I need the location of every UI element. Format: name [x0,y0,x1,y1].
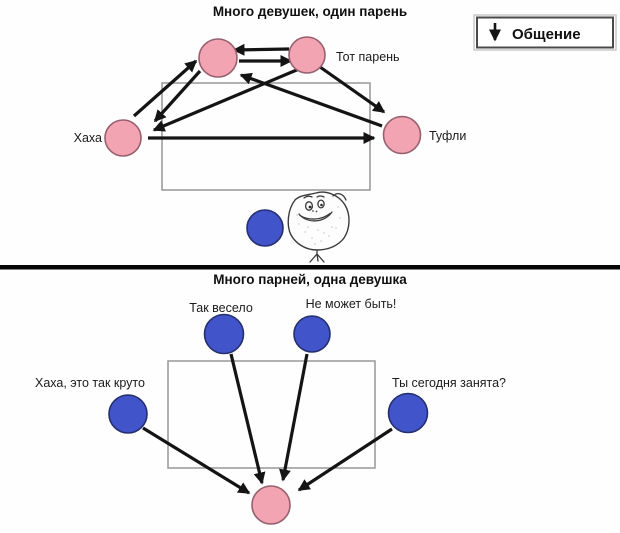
legend: Общение [473,14,617,51]
label-so-fun: Так весело [189,301,253,315]
label-haha: Хаха [74,131,102,145]
communication-arrow [229,353,266,485]
guy-circle-alone [246,209,284,247]
bottom-section-title: Много парней, одна девушка [213,272,407,287]
legend-label: Общение [512,26,581,43]
communication-arrow [239,72,383,128]
top-communication-arrows [132,43,386,144]
forever-alone-face [287,191,350,263]
bottom-communication-arrows [142,353,393,495]
group-box-guys [167,360,376,469]
face-stipple-shading [296,206,341,245]
label-busy-today: Ты сегодня занята? [392,376,506,390]
guy-circle-top-left [203,313,245,355]
label-shoes: Туфли [429,129,466,143]
girl-circle-alone [251,485,291,525]
section-divider [0,265,620,270]
girl-circle-left [104,119,142,157]
legend-outer-border [473,14,617,51]
communication-arrow [142,426,251,495]
girl-circle-right [382,115,422,155]
communication-arrow [232,43,290,56]
communication-arrow [319,65,386,114]
communication-arrow [132,59,198,118]
top-section-title: Много девушек, один парень [213,4,407,19]
guy-circle-right [387,392,429,434]
communication-arrow [297,427,393,492]
guy-circle-left [108,394,148,434]
guy-circle-top-right [293,315,331,353]
face-stick-legs [309,249,325,263]
girl-circle-top-left [198,38,238,78]
communication-arrow [153,69,202,123]
label-cant-be: Не может быть! [306,297,397,311]
label-haha-so-cool: Хаха, это так круто [35,376,145,390]
communication-arrow [152,67,300,132]
label-that-guy: Тот парень [336,50,400,64]
girl-circle-top-right [288,36,326,74]
communication-arrow [279,353,309,482]
